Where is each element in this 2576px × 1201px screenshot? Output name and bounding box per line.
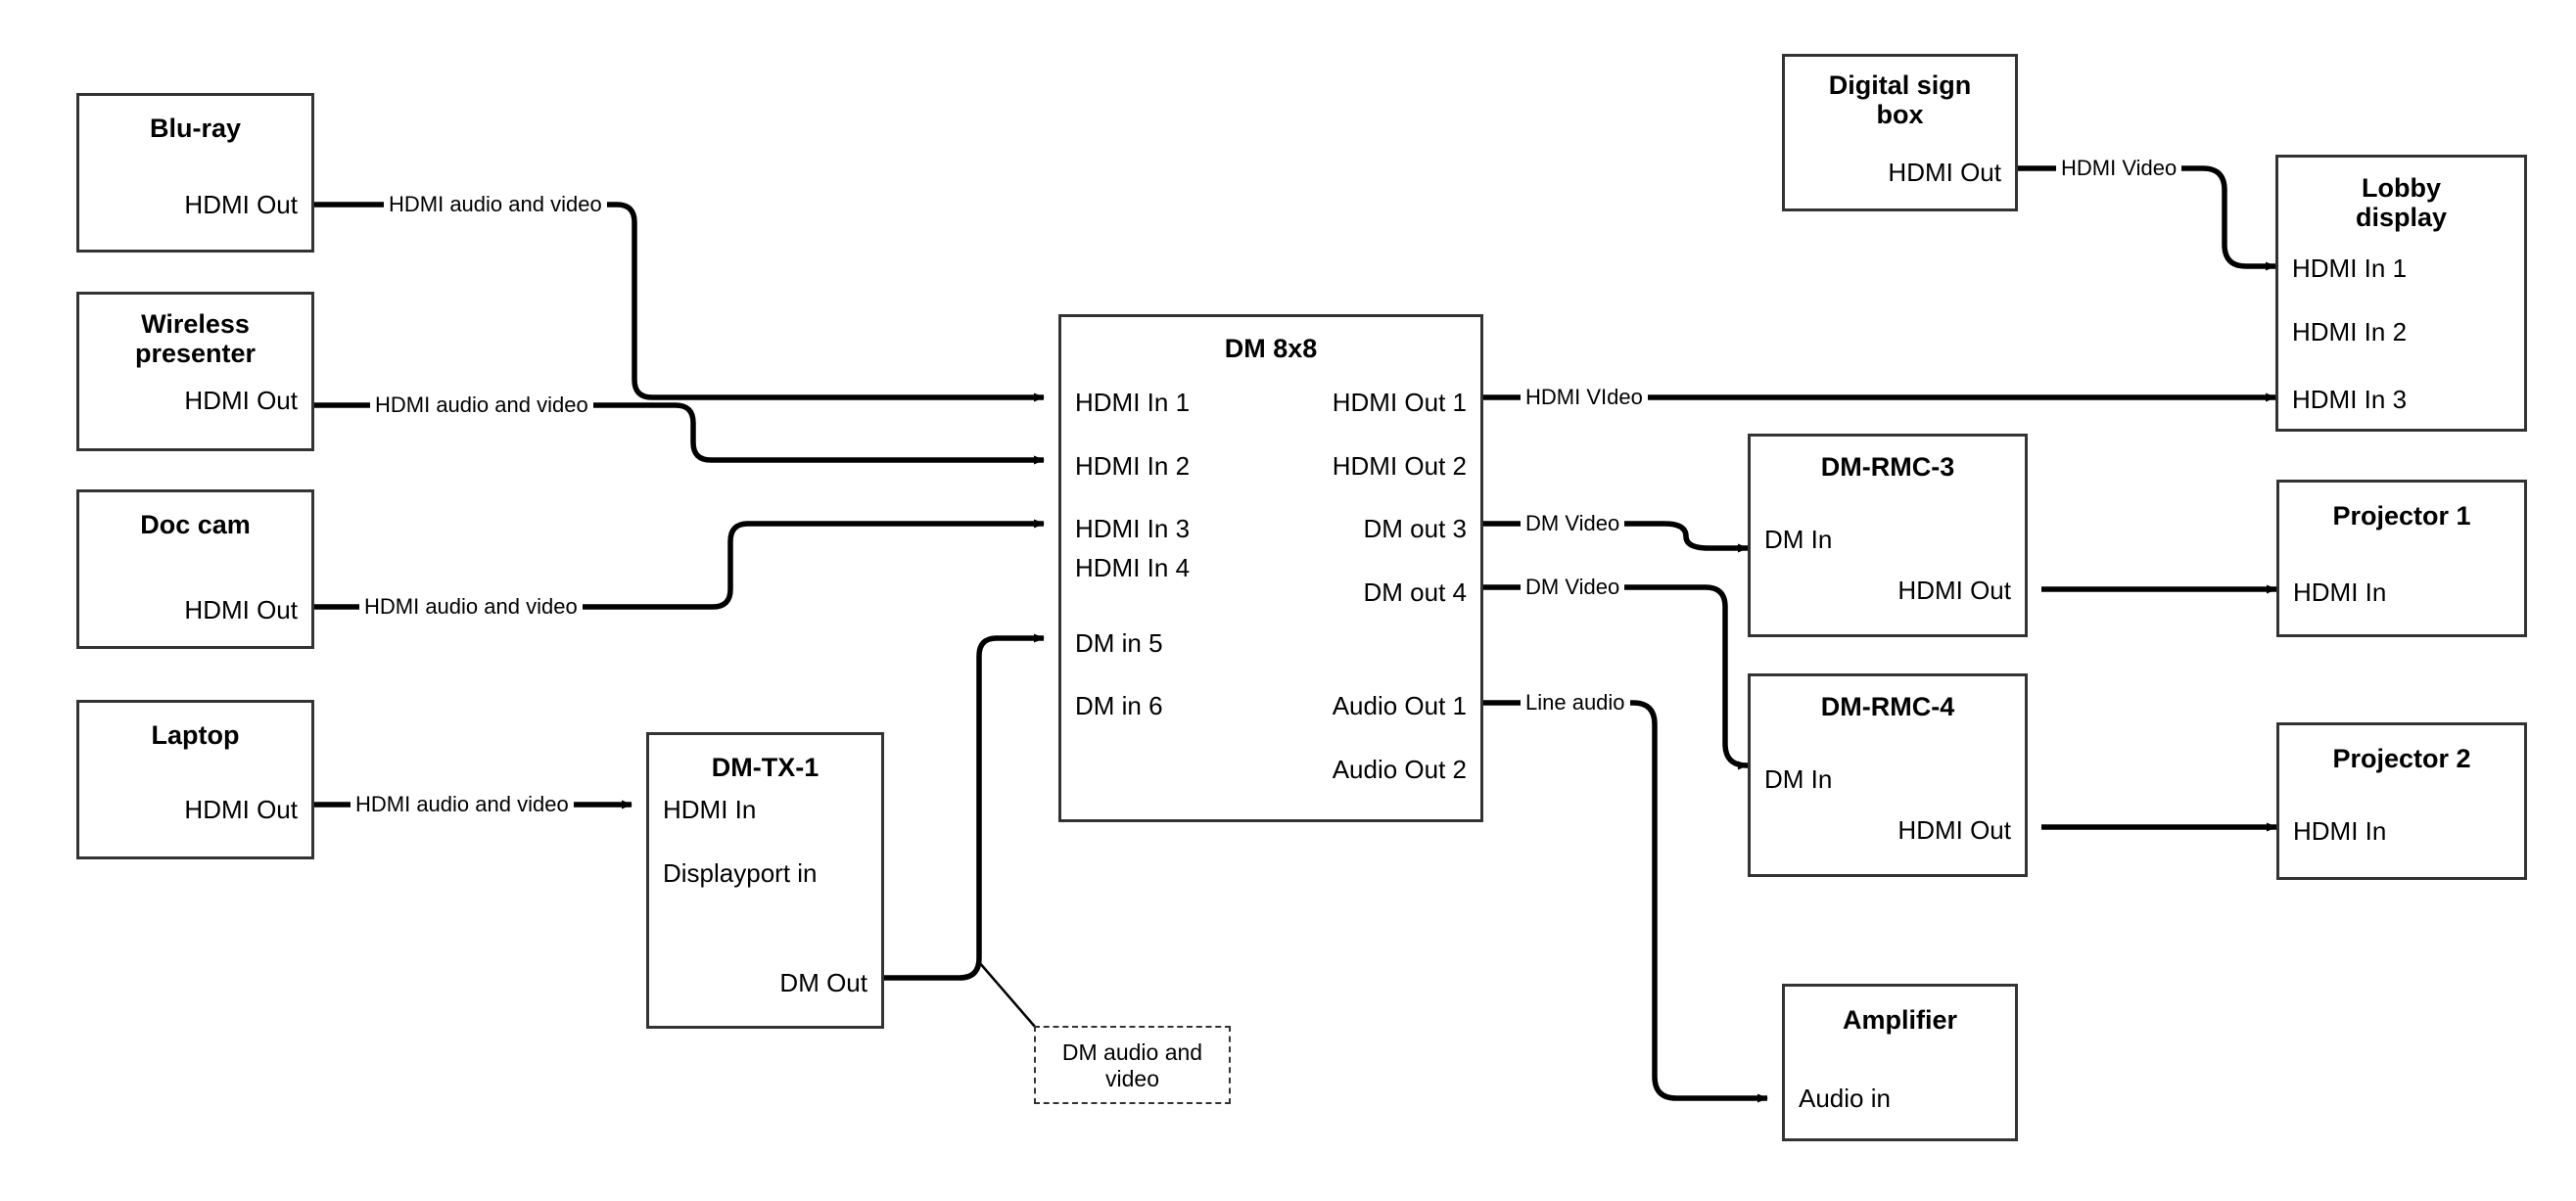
node-digital-sign-box-title: Digital sign box — [1828, 70, 1972, 130]
node-wireless-presenter[interactable]: Wireless presenter HDMI Out — [76, 292, 314, 451]
node-laptop-title: Laptop — [151, 720, 240, 750]
node-dm-8x8[interactable]: DM 8x8 HDMI In 1 HDMI In 2 HDMI In 3 HDM… — [1058, 314, 1483, 822]
port-bluray-hdmi-out[interactable]: HDMI Out — [184, 190, 298, 219]
wire-audio-out-1-to-amplifier — [1482, 700, 1768, 1103]
port-amplifier-audio-in[interactable]: Audio in — [1799, 1084, 1891, 1113]
wire-dm-out-4-to-dmrmc4 — [1482, 584, 1750, 770]
port-projector1-hdmi-in[interactable]: HDMI In — [2293, 577, 2387, 607]
port-projector2-hdmi-in[interactable]: HDMI In — [2293, 816, 2387, 846]
node-doc-cam[interactable]: Doc cam HDMI Out — [76, 489, 314, 649]
wire-label-laptop: HDMI audio and video — [351, 792, 574, 817]
wire-label-doccam: HDMI audio and video — [359, 594, 583, 620]
node-amplifier-title: Amplifier — [1842, 1005, 1958, 1035]
port-dm8x8-hdmi-in-2[interactable]: HDMI In 2 — [1075, 451, 1191, 481]
wire-dmtx1-to-dm-in-5 — [884, 633, 1045, 981]
port-dmrmc3-dm-in[interactable]: DM In — [1764, 525, 1833, 554]
node-dm-rmc-4-title: DM-RMC-4 — [1820, 692, 1955, 721]
node-dm-rmc-3-title: DM-RMC-3 — [1820, 452, 1955, 482]
port-dmtx1-displayport-in[interactable]: Displayport in — [663, 858, 818, 888]
node-doc-cam-title: Doc cam — [140, 510, 251, 539]
wire-label-bluray: HDMI audio and video — [384, 192, 607, 217]
node-projector-2[interactable]: Projector 2 HDMI In — [2276, 722, 2527, 880]
node-projector-2-title: Projector 2 — [2332, 744, 2471, 773]
port-lobby-hdmi-in-3[interactable]: HDMI In 3 — [2292, 385, 2408, 414]
wire-bluray-to-hdmi-in-1 — [313, 202, 1045, 402]
wire-label-dm-out-3: DM Video — [1521, 511, 1625, 536]
node-dm-tx-1-title: DM-TX-1 — [711, 753, 820, 782]
port-lobby-hdmi-in-1[interactable]: HDMI In 1 — [2292, 254, 2408, 283]
port-dm8x8-hdmi-in-1[interactable]: HDMI In 1 — [1075, 388, 1191, 417]
node-projector-1-title: Projector 1 — [2332, 501, 2471, 531]
node-projector-1[interactable]: Projector 1 HDMI In — [2276, 480, 2527, 637]
port-dmrmc4-hdmi-out[interactable]: HDMI Out — [1897, 815, 2011, 845]
wire-label-digital-sign: HDMI Video — [2056, 156, 2182, 181]
node-wireless-presenter-title: Wireless presenter — [134, 309, 257, 369]
node-dm-rmc-3[interactable]: DM-RMC-3 DM In HDMI Out — [1748, 434, 2028, 637]
port-dmrmc3-hdmi-out[interactable]: HDMI Out — [1897, 576, 2011, 605]
node-lobby-display-title: Lobby display — [2355, 173, 2448, 233]
wire-label-dm-out-4: DM Video — [1521, 575, 1625, 600]
port-dm8x8-hdmi-in-3[interactable]: HDMI In 3 — [1075, 514, 1191, 543]
port-dm8x8-audio-out-1[interactable]: Audio Out 1 — [1332, 691, 1467, 720]
port-dm8x8-dm-in-6[interactable]: DM in 6 — [1075, 691, 1163, 720]
node-bluray[interactable]: Blu-ray HDMI Out — [76, 93, 314, 253]
port-dm8x8-audio-out-2[interactable]: Audio Out 2 — [1332, 755, 1467, 784]
annotation-dm-audio-video: DM audio and video — [1034, 1026, 1231, 1104]
port-dmtx1-hdmi-in[interactable]: HDMI In — [663, 795, 757, 824]
node-laptop[interactable]: Laptop HDMI Out — [76, 700, 314, 859]
port-dm8x8-hdmi-in-4[interactable]: HDMI In 4 — [1075, 553, 1191, 582]
annotation-dm-audio-video-text: DM audio and video — [1061, 1039, 1203, 1092]
wire-label-audio-out-1: Line audio — [1521, 690, 1630, 716]
port-dmrmc4-dm-in[interactable]: DM In — [1764, 764, 1833, 794]
port-lobby-hdmi-in-2[interactable]: HDMI In 2 — [2292, 317, 2408, 346]
port-dm8x8-dm-in-5[interactable]: DM in 5 — [1075, 628, 1163, 658]
port-dm8x8-hdmi-out-1[interactable]: HDMI Out 1 — [1332, 388, 1467, 417]
node-bluray-title: Blu-ray — [149, 114, 242, 143]
wire-note-leader — [978, 961, 1043, 1036]
wire-label-wireless: HDMI audio and video — [370, 393, 593, 418]
port-digitalsign-hdmi-out[interactable]: HDMI Out — [1888, 158, 2001, 187]
node-digital-sign-box[interactable]: Digital sign box HDMI Out — [1782, 54, 2018, 211]
port-dmtx1-dm-out[interactable]: DM Out — [779, 968, 867, 997]
node-dm-tx-1[interactable]: DM-TX-1 HDMI In Displayport in DM Out — [646, 732, 884, 1029]
port-dm8x8-dm-out-3[interactable]: DM out 3 — [1363, 514, 1468, 543]
node-lobby-display[interactable]: Lobby display HDMI In 1 HDMI In 2 HDMI I… — [2275, 155, 2527, 432]
port-dm8x8-dm-out-4[interactable]: DM out 4 — [1363, 577, 1468, 607]
node-dm-8x8-title: DM 8x8 — [1224, 334, 1318, 363]
port-dm8x8-hdmi-out-2[interactable]: HDMI Out 2 — [1332, 451, 1467, 481]
node-dm-rmc-4[interactable]: DM-RMC-4 DM In HDMI Out — [1748, 673, 2028, 877]
port-doccam-hdmi-out[interactable]: HDMI Out — [184, 595, 298, 624]
wire-label-hdmi-out-1: HDMI VIdeo — [1521, 385, 1648, 410]
port-laptop-hdmi-out[interactable]: HDMI Out — [184, 795, 298, 824]
node-amplifier[interactable]: Amplifier Audio in — [1782, 984, 2018, 1141]
wire-digitalsign-to-lobby-hdmi-in-1 — [2017, 165, 2276, 271]
port-wireless-hdmi-out[interactable]: HDMI Out — [184, 386, 298, 415]
